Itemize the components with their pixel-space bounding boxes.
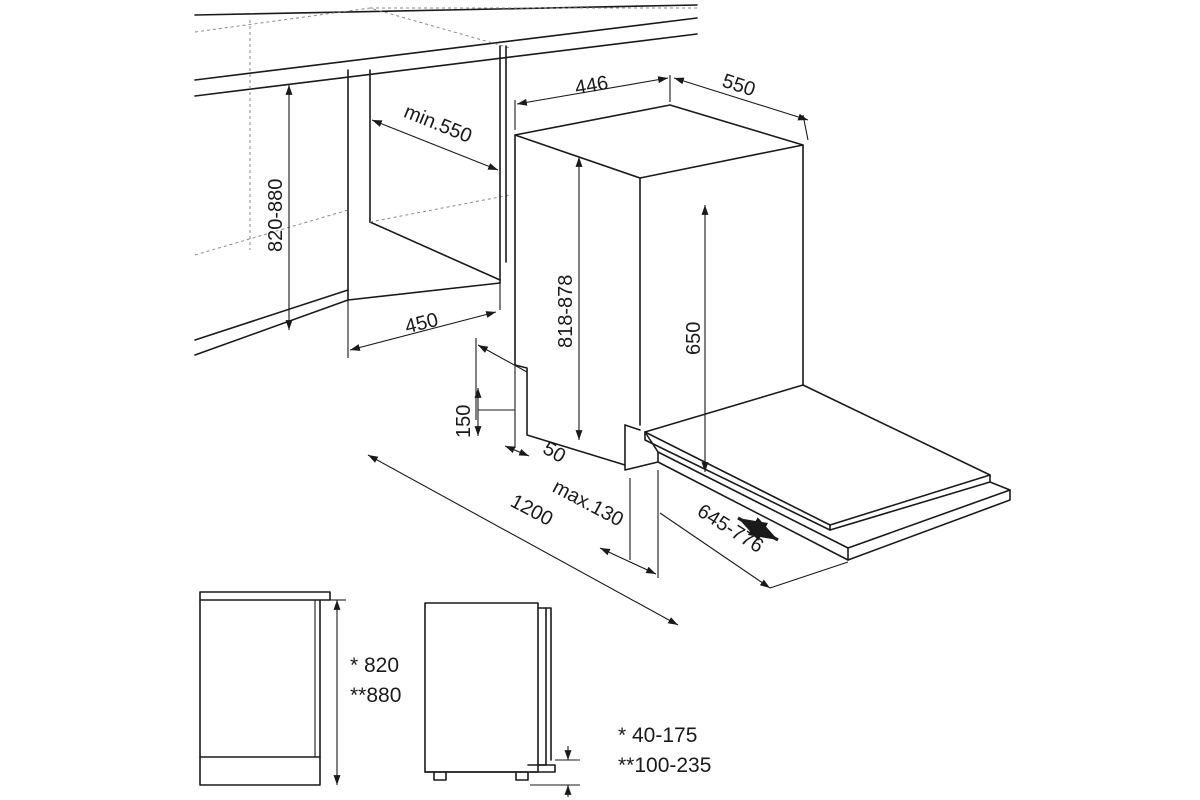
label-1200: 1200	[507, 490, 557, 530]
unit-dimensions	[367, 75, 849, 626]
label-150: 150	[453, 405, 475, 438]
niche-dimensions	[285, 85, 499, 358]
label-height-820: * 820	[350, 654, 399, 677]
label-650: 650	[683, 322, 705, 355]
label-820-880: 820-880	[265, 179, 287, 252]
label-min-550: min.550	[401, 101, 475, 148]
label-height-880: **880	[350, 684, 401, 707]
label-818-878: 818-878	[555, 275, 577, 348]
label-50: 50	[539, 437, 569, 467]
label-550: 550	[719, 70, 758, 101]
label-450: 450	[403, 309, 441, 338]
label-foot-40-175: * 40-175	[618, 724, 697, 747]
label-446: 446	[573, 72, 610, 99]
label-max-130: max.130	[549, 476, 627, 531]
label-foot-100-235: **100-235	[618, 754, 711, 777]
kitchen-niche	[194, 4, 698, 356]
side-view-unit	[424, 602, 580, 797]
side-view-tall	[199, 591, 346, 786]
